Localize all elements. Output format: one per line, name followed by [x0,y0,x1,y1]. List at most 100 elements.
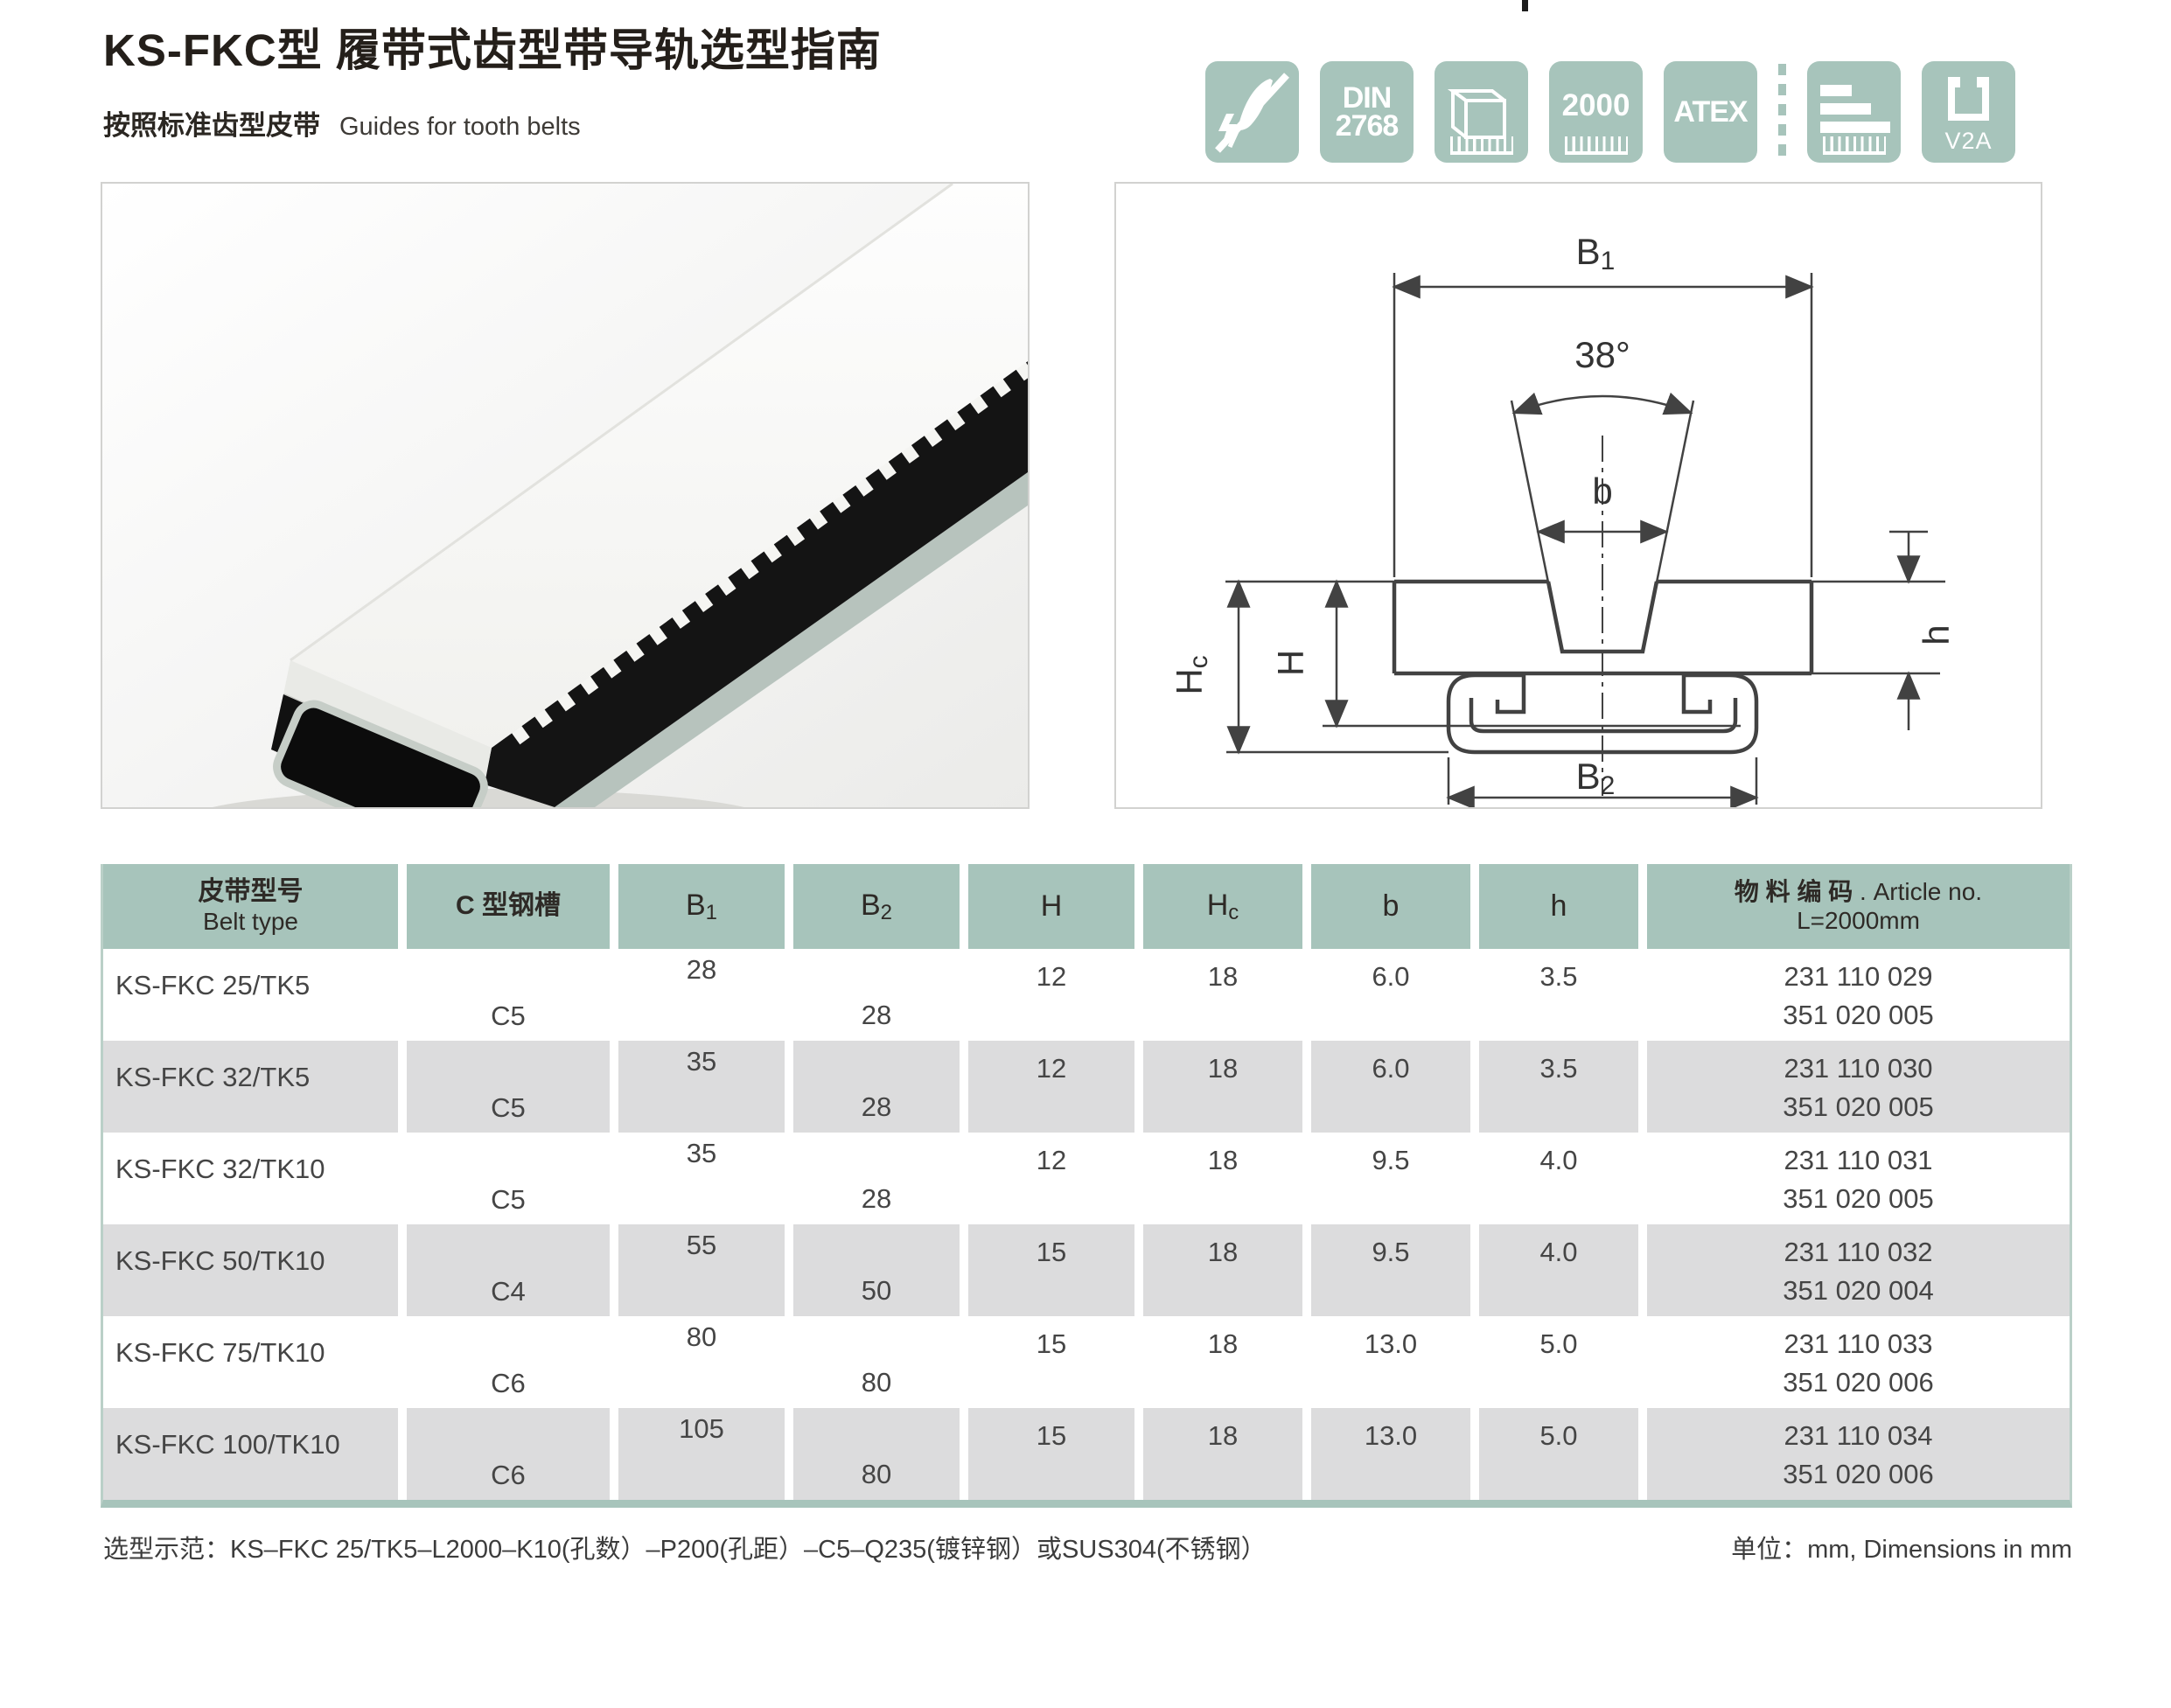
h-cell: 5.0 [1479,1408,1638,1500]
table-row: KS-FKC 32/TK10 C5 35 28 12 18 9.5 4.0 23… [103,1133,2070,1224]
b1-cell: 80 [686,1321,717,1352]
label-b2: B2 [1576,756,1616,800]
header-H: H [968,864,1134,949]
feather-slash-icon [1215,73,1289,153]
table-row: KS-FKC 75/TK10 C6 80 80 15 18 13.0 5.0 2… [103,1316,2070,1408]
label-angle: 38° [1574,334,1630,375]
h-cell: 4.0 [1479,1224,1638,1316]
H-cell: 15 [968,1408,1134,1500]
ruler-icon [1449,136,1513,155]
table-row: KS-FKC 100/TK10 C6 105 80 15 18 13.0 5.0… [103,1408,2070,1500]
H-cell: 15 [968,1224,1134,1316]
channel-bracket-icon [1948,76,1989,121]
no-static-feather-icon [1205,61,1299,163]
Hc-cell: 18 [1143,1041,1302,1133]
b-cell: 9.5 [1372,1145,1410,1175]
dimension-drawing: B1 38° b B2 H Hc h [1114,182,2042,809]
b1-cell: 28 [686,954,717,985]
length-label: 2000 [1561,88,1630,122]
c-channel-cell: C5 [407,1041,610,1133]
table-row: KS-FKC 25/TK5 C5 28 28 12 18 6.0 3.5 231… [103,949,2070,1041]
din-label: DIN [1342,80,1393,115]
v2a-label: V2A [1944,127,1993,154]
header-article-no: 物 料 编 码 . Article no. L=2000mm [1647,864,2070,949]
label-b1: B1 [1576,231,1616,275]
certification-badges: DIN 2768 2000 ATEX [1205,61,2015,163]
header-b1: B1 [618,864,785,949]
Hc-cell: 18 [1143,1408,1302,1500]
b2-cell: 28 [861,1000,892,1030]
b-cell: 13.0 [1364,1328,1418,1359]
atex-label: ATEX [1673,94,1748,129]
ruler-icon [1822,136,1886,155]
header-b: b [1311,864,1470,949]
c-channel-cell: C5 [491,1184,526,1215]
table-header-row: 皮带型号 Belt type C 型钢槽 B1 B2 H Hc b h [103,864,2070,949]
stacked-bars-icon [1820,85,1890,133]
belt-type-cell: KS-FKC 32/TK10 [115,1154,325,1184]
Hc-cell: 18 [1143,1224,1302,1316]
header-belt-type: 皮带型号 Belt type [103,864,398,949]
b1-cell: 105 [618,1408,785,1500]
belt-type-cell: KS-FKC 32/TK5 [103,1041,398,1133]
stacked-sizes-badge [1807,61,1901,163]
page-edge-mark [1522,0,1528,11]
article-no-cell: 231 110 029 351 020 005 [1783,961,1934,1031]
units-note: 单位：mm, Dimensions in mm [1731,1536,2072,1564]
subtitle-en: Guides for tooth belts [339,113,581,141]
product-photo [101,182,1030,809]
dimension-labels: B1 38° b B2 H Hc h [1169,231,1957,800]
belt-rail-photo-art [102,184,1028,807]
b-cell: 6.0 [1311,1041,1470,1133]
page-title: KS-FKC型 履带式齿型带导轨选型指南 [103,25,882,75]
label-Hc: Hc [1169,655,1213,694]
c-channel-cell: C6 [407,1408,610,1500]
belt-type-cell: KS-FKC 75/TK10 [115,1337,325,1368]
h-cell: 3.5 [1539,961,1578,992]
b2-cell: 80 [793,1408,960,1500]
atex-badge: ATEX [1664,61,1757,163]
header-b2: B2 [793,864,960,949]
Hc-cell: 18 [1207,1145,1239,1175]
article-no-cell: 231 110 033 351 020 006 [1783,1328,1934,1398]
table-row: KS-FKC 32/TK5 C5 35 28 12 18 6.0 3.5 231… [103,1041,2070,1133]
belt-type-cell: KS-FKC 25/TK5 [115,970,311,1000]
din-number: 2768 [1335,109,1400,143]
b-cell: 9.5 [1311,1224,1470,1316]
H-cell: 15 [1036,1328,1067,1359]
dashed-separator [1778,64,1786,160]
cross-section-drawing: B1 38° b B2 H Hc h [1169,231,1957,807]
din-2768-badge: DIN 2768 [1320,61,1414,163]
h-cell: 4.0 [1539,1145,1578,1175]
length-2000-badge: 2000 [1549,61,1643,163]
b1-cell: 35 [686,1138,717,1168]
page-subtitle: 按照标准齿型皮带 Guides for tooth belts [103,103,581,143]
Hc-cell: 18 [1207,1328,1239,1359]
v2a-badge: V2A [1922,61,2015,163]
b-cell: 13.0 [1311,1408,1470,1500]
label-h: h [1916,624,1957,645]
h-cell: 3.5 [1479,1041,1638,1133]
article-no-cell: 231 110 034 351 020 006 [1647,1408,2070,1500]
ruler-icon [1564,136,1628,155]
selection-example-note: 选型示范：KS–FKC 25/TK5–L2000–K10(孔数）–P200(孔距… [103,1536,1267,1564]
belt-teeth [512,362,1028,745]
b2-cell: 28 [793,1041,960,1133]
H-cell: 12 [968,1041,1134,1133]
Hc-cell: 18 [1207,961,1239,992]
label-b: b [1592,471,1612,512]
article-no-cell: 231 110 032 351 020 004 [1647,1224,2070,1316]
header-Hc: Hc [1143,864,1302,949]
header-h: h [1479,864,1638,949]
c-channel-section [273,700,488,807]
label-H: H [1270,650,1311,676]
c-channel-cell: C4 [407,1224,610,1316]
b2-cell: 28 [861,1183,892,1214]
H-cell: 12 [1036,961,1067,992]
b1-cell: 55 [618,1224,785,1316]
h-cell: 5.0 [1539,1328,1578,1359]
subtitle-zh: 按照标准齿型皮带 [103,110,320,141]
c-channel-cell: C5 [491,1000,526,1031]
b2-cell: 50 [793,1224,960,1316]
